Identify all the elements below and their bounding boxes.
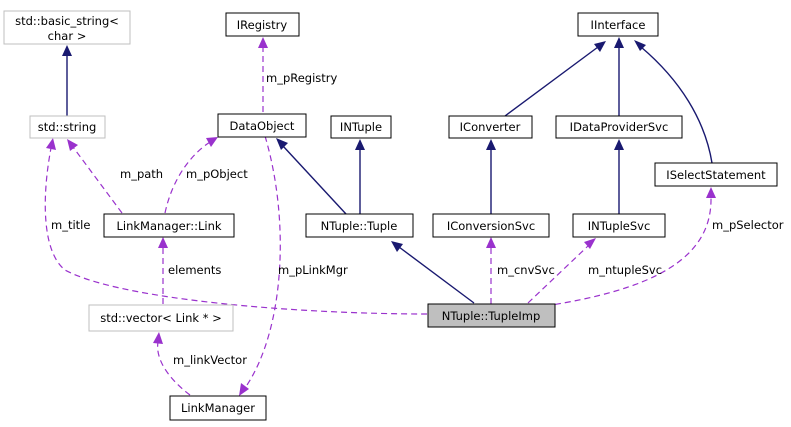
node-ntuple-tupleimp[interactable]: NTuple::TupleImp <box>427 303 556 328</box>
edge-m-pregistry-arrowhead <box>258 37 268 48</box>
node-iconverter-label: IConverter <box>460 120 521 134</box>
node-idataprovidersvc-label: IDataProviderSvc <box>570 120 669 134</box>
edge-m-pobject-arrowhead <box>206 137 218 147</box>
node-linkmanager-label: LinkManager <box>181 401 255 415</box>
node-std-vector-label: std::vector< Link * > <box>100 311 222 325</box>
edge-elements-arrowhead <box>158 237 168 248</box>
edge-m-plinkmgr <box>244 135 281 389</box>
edge-m-path <box>72 146 123 214</box>
node-iregistry[interactable]: IRegistry <box>225 12 300 37</box>
edge-iselect-to-iinterface-arrowhead <box>634 40 646 51</box>
node-ntuple-tuple[interactable]: NTuple::Tuple <box>305 213 414 238</box>
usage-edges <box>44 37 716 396</box>
edge-idataprovider-to-iinterface-arrowhead <box>614 37 624 48</box>
node-linkmanager[interactable]: LinkManager <box>169 395 267 421</box>
node-iinterface-label: IInterface <box>591 18 646 32</box>
label-m-path: m_path <box>120 167 163 181</box>
node-dataobject-label: DataObject <box>230 119 295 133</box>
edge-labels: m_pRegistry m_path m_pObject m_title ele… <box>51 71 784 367</box>
label-m-pregistry: m_pRegistry <box>266 71 338 85</box>
edge-m-plinkmgr-arrowhead <box>239 383 249 396</box>
edge-tuple-to-intuple-arrowhead <box>355 139 365 150</box>
node-std-basic-string-line1: std::basic_string< <box>15 14 119 28</box>
node-std-basic-string[interactable]: std::basic_string< char > <box>3 10 131 45</box>
edge-m-ntuplesvc <box>527 244 590 304</box>
edge-m-ntuplesvc-arrowhead <box>584 238 596 249</box>
label-m-ntuplesvc: m_ntupleSvc <box>588 263 662 277</box>
node-intuple[interactable]: INTuple <box>330 115 392 139</box>
edge-intuplesvc-to-idataprovider-arrowhead <box>614 139 624 150</box>
inheritance-edges <box>62 37 713 304</box>
node-std-string-label: std::string <box>38 120 97 134</box>
node-std-basic-string-line2: char > <box>48 29 87 43</box>
label-m-linkvector: m_linkVector <box>173 353 247 367</box>
node-intuplesvc[interactable]: INTupleSvc <box>572 213 666 238</box>
node-iregistry-label: IRegistry <box>237 18 288 32</box>
edge-iconverter-to-iinterface-arrowhead <box>594 41 606 52</box>
label-m-title: m_title <box>51 218 90 232</box>
edge-m-cnvsvc-arrowhead <box>486 237 496 248</box>
edge-m-title-arrowhead <box>46 138 56 150</box>
edge-tupleimp-to-tuple-arrowhead <box>391 241 403 252</box>
node-idataprovidersvc[interactable]: IDataProviderSvc <box>555 115 683 139</box>
edge-m-title <box>44 147 428 315</box>
edge-m-path-arrowhead <box>67 139 78 151</box>
node-iselectstatement-label: ISelectStatement <box>666 168 766 182</box>
label-m-pobject: m_pObject <box>186 167 248 181</box>
node-intuple-label: INTuple <box>340 120 382 134</box>
edge-iconverter-to-iinterface <box>504 46 599 117</box>
node-ntuple-tupleimp-label: NTuple::TupleImp <box>442 309 541 323</box>
edge-m-linkvector-arrowhead <box>153 332 163 344</box>
node-iinterface[interactable]: IInterface <box>577 12 659 37</box>
label-m-pselector: m_pSelector <box>712 218 784 232</box>
label-elements: elements <box>168 263 221 277</box>
node-iselectstatement[interactable]: ISelectStatement <box>654 162 778 187</box>
node-iconversionsvc-label: IConversionSvc <box>447 219 535 233</box>
node-intuplesvc-label: INTupleSvc <box>588 219 651 233</box>
edge-iconversionsvc-to-iconverter-arrowhead <box>486 139 496 150</box>
label-m-cnvsvc: m_cnvSvc <box>497 263 555 277</box>
node-std-string[interactable]: std::string <box>29 115 106 139</box>
node-linkmanager-link-label: LinkManager::Link <box>116 219 221 233</box>
node-iconverter[interactable]: IConverter <box>448 115 533 139</box>
edge-string-to-basic-string-arrowhead <box>62 45 72 56</box>
edge-m-pselector <box>544 197 712 307</box>
edge-tupleimp-to-tuple <box>398 246 475 304</box>
node-ntuple-tuple-label: NTuple::Tuple <box>321 219 398 233</box>
edge-iselect-to-iinterface <box>640 46 713 164</box>
edge-m-pselector-arrowhead <box>706 187 716 198</box>
edge-tuple-to-dataobject <box>282 145 347 215</box>
node-std-vector[interactable]: std::vector< Link * > <box>88 304 234 332</box>
node-iconversionsvc[interactable]: IConversionSvc <box>432 213 550 238</box>
edge-tuple-to-dataobject-arrowhead <box>276 138 288 150</box>
node-linkmanager-link[interactable]: LinkManager::Link <box>103 213 235 238</box>
label-m-plinkmgr: m_pLinkMgr <box>278 263 348 277</box>
node-dataobject[interactable]: DataObject <box>217 113 307 138</box>
edge-m-linkvector <box>157 341 191 396</box>
